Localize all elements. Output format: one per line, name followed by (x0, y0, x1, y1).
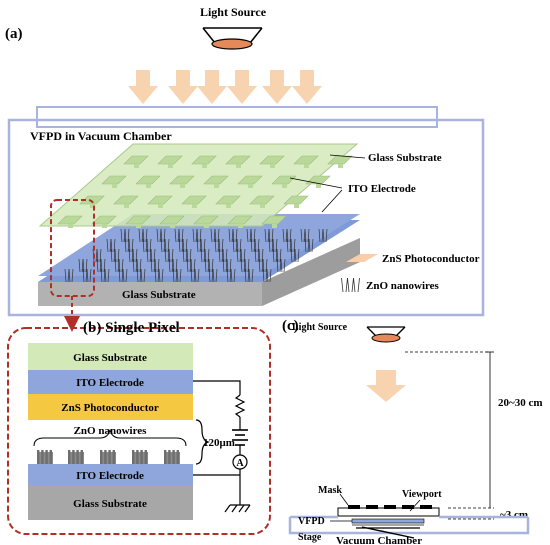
pixel-glass-top-label: Glass Substrate (73, 352, 147, 364)
bottom-glass-label: Glass Substrate (122, 289, 196, 301)
chamber-label: Vacuum Chamber (336, 535, 422, 545)
panel-c-light-label: Light Source (292, 322, 348, 333)
viewport-label: Viewport (402, 489, 442, 500)
panel-a-label: (a) (5, 26, 23, 42)
pixel-ito-top-label: ITO Electrode (76, 377, 144, 389)
vfpd-label: VFPD (298, 516, 325, 527)
light-arrow (168, 70, 198, 104)
zno-legend-swatch (341, 277, 360, 293)
ammeter-label: A (236, 458, 244, 469)
panel-b-label: (b) Single Pixel (83, 320, 180, 336)
zno-pillar (164, 450, 180, 464)
light-arrows (128, 70, 322, 104)
distance-label: 20~30 cm (498, 397, 543, 409)
light-arrow (292, 70, 322, 104)
light-arrow (262, 70, 292, 104)
scissor-stage (356, 526, 420, 539)
pixel-glass-top (28, 343, 193, 370)
top-glass-substrate (38, 143, 359, 227)
pixel-zno-label: ZnO nanowires (74, 425, 148, 437)
zno-nanowire-pillars (37, 450, 180, 464)
zno-legend-label: ZnO nanowires (366, 280, 440, 292)
panel-c-light-arrow (366, 370, 406, 402)
measurement-circuit (193, 380, 251, 513)
zno-pillar (68, 450, 84, 464)
light-arrow (227, 70, 257, 104)
gap-label: 120μm (203, 437, 235, 449)
single-pixel-frame (7, 327, 271, 535)
pixel-zns-label: ZnS Photoconductor (61, 402, 159, 414)
panel-c-lamp-icon (366, 326, 406, 343)
zno-brace (33, 429, 187, 447)
light-source-label: Light Source (200, 5, 267, 19)
zno-pillar (132, 450, 148, 464)
ito-electrode-pads (57, 155, 353, 228)
zno-pillar (37, 450, 53, 464)
light-arrow (197, 70, 227, 104)
pixel-glass-bottom (28, 485, 193, 520)
viewport-bar (36, 106, 438, 128)
light-arrow (128, 70, 158, 104)
chamber-title: VFPD in Vacuum Chamber (30, 129, 172, 143)
stage-label: Stage (298, 532, 322, 543)
panel-c-label: (c) (282, 318, 299, 334)
zno-pillar (100, 450, 116, 464)
pixel-ito-top (28, 370, 193, 394)
pixel-glass-bottom-label: Glass Substrate (73, 498, 147, 510)
pixel-ito-bottom (28, 464, 193, 485)
pixel-zns-layer (28, 394, 193, 420)
pixel-ito-bottom-label: ITO Electrode (76, 470, 144, 482)
zns-legend-label: ZnS Photoconductor (382, 253, 480, 265)
vacuum-chamber-frame (7, 118, 485, 317)
mask-label: Mask (318, 485, 342, 496)
zns-legend-swatch (346, 254, 378, 262)
zno-nanowire-array (64, 228, 328, 283)
light-source-lamp-icon (202, 27, 263, 50)
ito-electrode-label: ITO Electrode (348, 183, 416, 195)
glass-substrate-label: Glass Substrate (368, 152, 442, 164)
